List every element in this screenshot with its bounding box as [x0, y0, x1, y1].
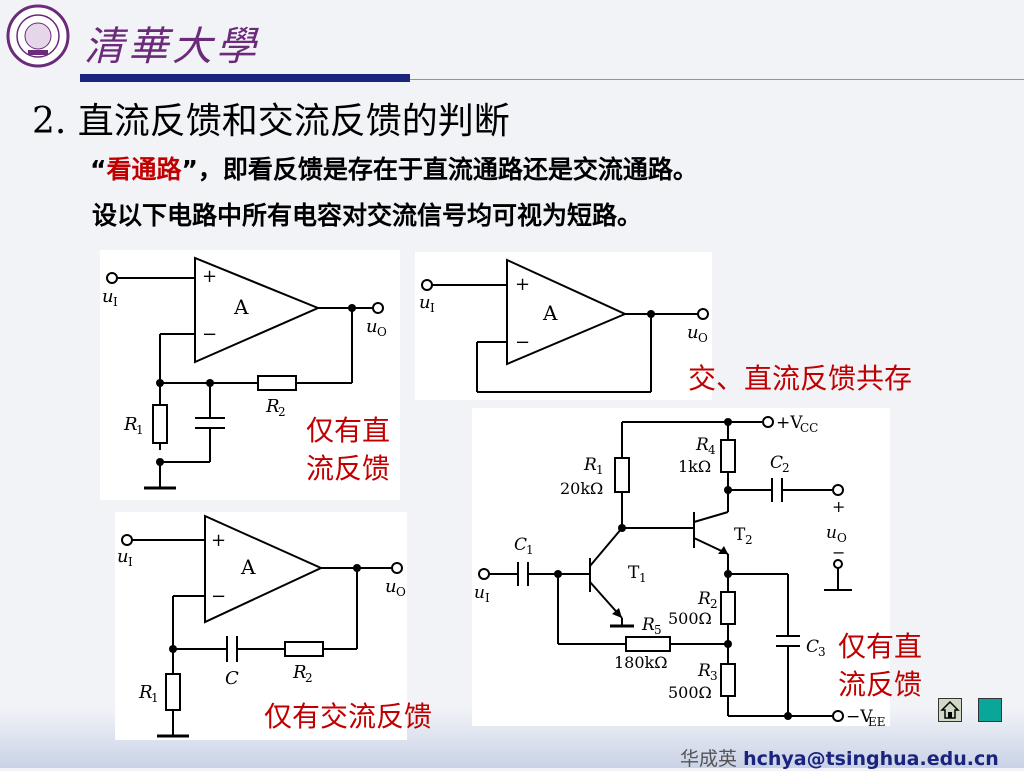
circuit-1-panel: + − A u I u O R 1 R 2 [100, 250, 400, 500]
c1-sub: 1 [526, 543, 534, 557]
r4-value: 1kΩ [678, 457, 711, 476]
r1-sub: 1 [596, 463, 604, 477]
r2-label: R [265, 396, 280, 417]
r1-sub: 1 [151, 691, 159, 705]
plus-sign: + [515, 274, 530, 295]
r3-sub: 3 [710, 669, 718, 683]
input-sub: I [128, 555, 133, 569]
r5-label: R [641, 615, 655, 635]
r2-value: 500Ω [668, 609, 712, 628]
text-line-2: 设以下电路中所有电容对交流信号均可视为短路。 [92, 201, 643, 230]
r2-sub: 2 [710, 597, 718, 611]
home-icon [940, 700, 960, 719]
home-button[interactable] [938, 698, 962, 722]
input-label: u [117, 546, 129, 567]
ac-only-label: 仅有交流反馈 [264, 700, 433, 733]
r1-label: R [138, 682, 153, 703]
output-sub: O [837, 531, 847, 545]
vcc-sub: CC [800, 421, 818, 435]
dc-only-label-1: 仅有直 流反馈 [306, 412, 390, 488]
r2-sub: 2 [278, 405, 286, 419]
circuit-1-diagram: + − A u I u O R 1 R 2 [102, 256, 387, 490]
header-bar [80, 74, 410, 82]
output-sub: O [377, 325, 387, 339]
slide-title: 2. 直流反馈和交流反馈的判断 [32, 101, 510, 142]
r5-sub: 5 [654, 623, 662, 637]
input-sub: I [485, 591, 490, 605]
c2-sub: 2 [782, 461, 790, 475]
circuit-2-diagram: + − A u I u O [419, 258, 709, 393]
label-line: 仅有直 [306, 414, 391, 447]
output-sub: O [698, 331, 708, 345]
r2-sub: 2 [305, 671, 313, 685]
circuit-2-panel: + − A u I u O [415, 252, 712, 400]
open-quote: “ [90, 155, 107, 184]
cap-label: C [225, 668, 239, 689]
opamp-label: A [233, 295, 249, 319]
vcc-label: +V [776, 413, 803, 433]
output-minus: − [832, 543, 845, 562]
c3-label: C [806, 637, 819, 657]
circuit-3-panel: + − A u I u O R 1 R 2 C [115, 512, 407, 740]
next-slide-button[interactable] [978, 698, 1002, 722]
c1-label: C [514, 535, 527, 555]
author-name: 华成英 [680, 748, 738, 770]
r4-sub: 4 [708, 443, 716, 457]
input-label: u [474, 583, 485, 603]
ac-dc-label: 交、直流反馈共存 [688, 362, 913, 395]
circuit-4-panel: +V CC −V EE R 1 20kΩ R 4 1kΩ C 2 + u O −… [472, 408, 890, 726]
t1-sub: 1 [639, 571, 647, 585]
output-plus: + [832, 497, 845, 516]
university-seal-logo [6, 4, 70, 68]
output-sub: O [396, 585, 406, 599]
minus-sign: − [515, 332, 530, 353]
r3-label: R [697, 661, 711, 681]
input-label: u [419, 292, 431, 313]
vee-sub: EE [868, 715, 886, 726]
t2-sub: 2 [745, 533, 753, 547]
minus-sign: − [202, 324, 217, 345]
label-line: 流反馈 [306, 452, 391, 485]
t2-label: T [734, 525, 746, 545]
r1-label: R [583, 455, 597, 475]
output-label: u [385, 576, 397, 597]
plus-sign: + [211, 530, 226, 551]
input-sub: I [430, 301, 435, 315]
r5-value: 180kΩ [614, 653, 668, 672]
r4-label: R [695, 435, 709, 455]
vee-label: −V [846, 707, 873, 726]
text-line-1: “看通路”，即看反馈是存在于直流通路还是交流通路。 [90, 150, 698, 186]
university-name: 清華大學 [84, 24, 260, 70]
circuit-3-diagram: + − A u I u O R 1 R 2 C [117, 514, 406, 738]
emphasis-text: 看通路 [106, 155, 182, 184]
output-label: u [687, 322, 699, 343]
plus-sign: + [202, 266, 217, 287]
output-label: u [826, 523, 837, 543]
r1-value: 20kΩ [560, 479, 603, 498]
opamp-label: A [240, 555, 256, 579]
t1-label: T [628, 563, 640, 583]
c3-sub: 3 [818, 645, 826, 659]
minus-sign: − [211, 586, 226, 607]
circuit-4-diagram: +V CC −V EE R 1 20kΩ R 4 1kΩ C 2 + u O −… [474, 413, 886, 726]
header-rule [410, 79, 1024, 80]
r2-label: R [292, 662, 307, 683]
c2-label: C [770, 453, 783, 473]
opamp-label: A [542, 301, 558, 325]
author-email[interactable]: hchya@tsinghua.edu.cn [743, 748, 999, 770]
dc-only-label-2: 仅有直 流反馈 [838, 628, 922, 704]
input-sub: I [113, 295, 118, 309]
line1-rest: ”，即看反馈是存在于直流通路还是交流通路。 [181, 155, 698, 184]
r3-value: 500Ω [668, 683, 712, 702]
output-label: u [366, 316, 378, 337]
input-label: u [102, 286, 114, 307]
label-line: 仅有直 [838, 630, 923, 663]
r1-sub: 1 [136, 423, 144, 437]
r1-label: R [123, 414, 138, 435]
footer: 华成英 hchya@tsinghua.edu.cn [680, 744, 999, 771]
label-line: 流反馈 [838, 668, 923, 701]
r2-label: R [697, 589, 711, 609]
